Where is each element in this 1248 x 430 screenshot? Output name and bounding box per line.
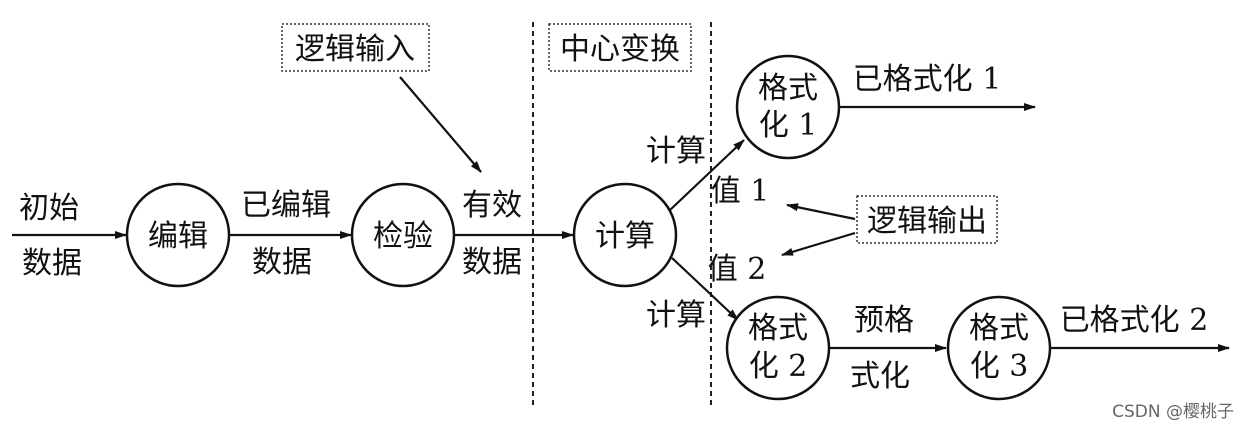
check-node — [350, 182, 456, 288]
edge-logical-input-pointer — [399, 76, 482, 173]
flow-compute-upper: 计算 — [646, 134, 706, 169]
logical-output-box — [856, 195, 998, 244]
edit-node-label: 编辑 — [148, 219, 208, 254]
compute-node — [572, 182, 678, 288]
flow-compute-lower: 计算 — [646, 298, 706, 333]
flow-value1: 值 1 — [711, 174, 770, 209]
compute-node-label: 计算 — [595, 219, 655, 254]
edge-logical-output-to-value2 — [781, 231, 856, 257]
format3-node-label-line1: 格式 — [969, 311, 1029, 346]
format1-node — [735, 54, 841, 160]
edge-compute-to-format1 — [669, 139, 745, 211]
flow-initial-data-line1: 初始 — [19, 191, 79, 226]
format2-node — [725, 295, 831, 401]
edge-logical-output-to-value1 — [786, 203, 856, 221]
format3-node — [946, 295, 1052, 401]
flow-formatted2: 已格式化 2 — [1060, 303, 1209, 338]
watermark: CSDN @樱桃子 — [1112, 402, 1234, 422]
flow-value2: 值 2 — [708, 252, 767, 287]
central-transform-box — [548, 23, 692, 72]
flow-valid-data-line1: 有效 — [462, 188, 522, 223]
central-transform-label: 中心变换 — [560, 32, 680, 67]
logical-input-box — [281, 23, 430, 72]
format2-node-label-line1: 格式 — [748, 311, 808, 346]
logical-output-label: 逻辑输出 — [867, 204, 987, 239]
flow-edited-data-line1: 已编辑 — [241, 188, 331, 223]
flow-formatted1: 已格式化 1 — [853, 62, 1002, 97]
format1-node-label-line1: 格式 — [758, 71, 818, 106]
flow-preformatted-line1: 预格 — [854, 303, 914, 338]
format1-node-label-line2: 化 1 — [759, 108, 818, 143]
flow-valid-data-line2: 数据 — [462, 245, 522, 280]
flow-edited-data-line2: 数据 — [252, 245, 312, 280]
check-node-label: 检验 — [373, 219, 433, 254]
format2-node-label-line2: 化 2 — [749, 349, 808, 384]
edit-node — [125, 182, 231, 288]
format3-node-label-line2: 化 3 — [970, 349, 1029, 384]
logical-input-label: 逻辑输入 — [295, 32, 415, 67]
flow-initial-data-line2: 数据 — [22, 246, 82, 281]
flow-preformatted-line2: 式化 — [850, 359, 910, 394]
edge-compute-to-format2 — [671, 257, 739, 321]
